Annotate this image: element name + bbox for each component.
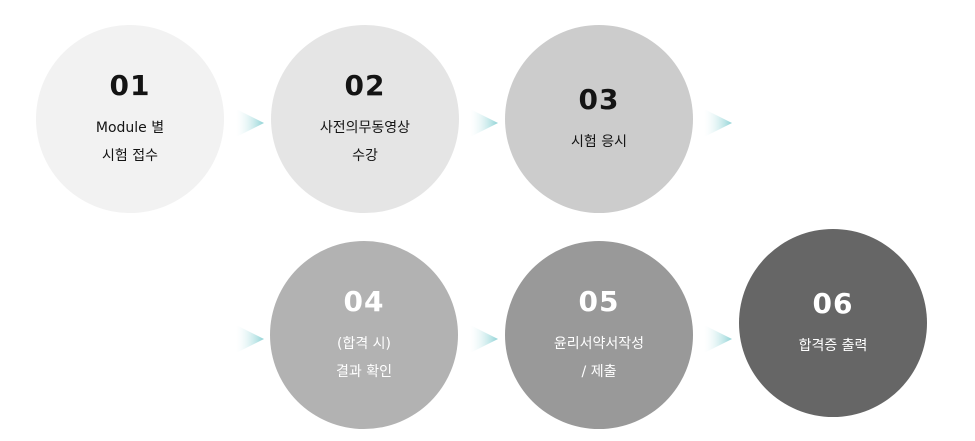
step-3-number: 03 — [578, 82, 620, 116]
chevron-right-icon — [704, 325, 732, 353]
step-3-circle: 03 시험 응시 — [505, 25, 693, 213]
chevron-right-icon — [470, 325, 498, 353]
chevron-right-icon — [470, 109, 498, 137]
step-6-number: 06 — [812, 286, 854, 320]
step-2-label-line-2: 수강 — [352, 147, 378, 164]
step-4-label-line-1: (합격 시) — [336, 335, 391, 352]
chevron-right-icon — [704, 109, 732, 137]
chevron-right-icon — [236, 109, 264, 137]
step-4-circle: 04 (합격 시) 결과 확인 — [270, 241, 458, 429]
step-5-number: 05 — [578, 284, 620, 318]
step-4-number: 04 — [343, 284, 385, 318]
step-2-number: 02 — [344, 68, 386, 102]
step-1-label-line-1: Module 별 — [95, 119, 165, 136]
step-2-circle: 02 사전의무동영상 수강 — [271, 25, 459, 213]
step-2-label-line-1: 사전의무동영상 — [319, 119, 411, 136]
step-6-circle: 06 합격증 출력 — [739, 229, 927, 417]
step-1-number: 01 — [109, 68, 151, 102]
chevron-right-icon — [236, 325, 264, 353]
step-1-circle: 01 Module 별 시험 접수 — [36, 25, 224, 213]
step-5-label-line-2: / 제출 — [581, 363, 617, 380]
step-5-label-line-1: 윤리서약서작성 — [553, 335, 645, 352]
step-4-label-line-2: 결과 확인 — [336, 363, 392, 380]
step-6-label-line-1: 합격증 출력 — [798, 337, 868, 354]
step-3-label-line-1: 시험 응시 — [571, 133, 627, 150]
step-5-circle: 05 윤리서약서작성 / 제출 — [505, 241, 693, 429]
step-1-label-line-2: 시험 접수 — [102, 147, 158, 164]
